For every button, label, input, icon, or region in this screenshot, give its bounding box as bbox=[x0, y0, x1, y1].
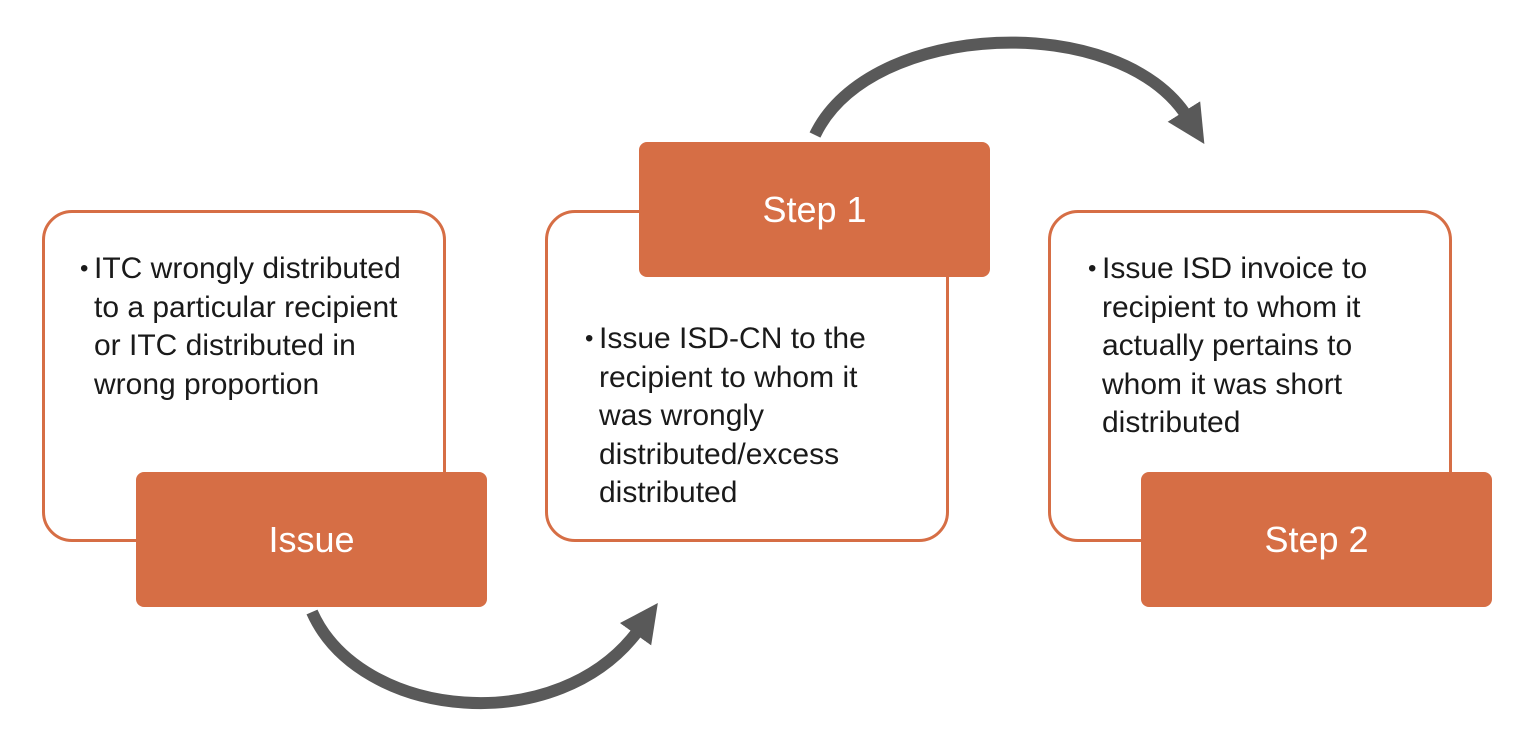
step2-label: Step 2 bbox=[1141, 472, 1492, 607]
issue-description: • ITC wrongly distributed to a particula… bbox=[80, 250, 410, 404]
bullet-marker: • bbox=[80, 255, 89, 282]
bullet-marker: • bbox=[1088, 255, 1097, 282]
arrow-issue-to-step1 bbox=[306, 603, 658, 710]
arrow-step1-to-step2 bbox=[809, 36, 1205, 144]
issue-description-text: ITC wrongly distributed to a particular … bbox=[94, 252, 401, 401]
step2-description-text: Issue ISD invoice to recipient to whom i… bbox=[1102, 252, 1368, 439]
step1-description-text: Issue ISD-CN to the recipient to whom it… bbox=[599, 322, 866, 509]
issue-label: Issue bbox=[136, 472, 487, 607]
bullet-marker: • bbox=[585, 325, 594, 352]
step1-label: Step 1 bbox=[639, 142, 990, 277]
step2-description: • Issue ISD invoice to recipient to whom… bbox=[1088, 250, 1418, 443]
step1-description: • Issue ISD-CN to the recipient to whom … bbox=[585, 320, 915, 513]
